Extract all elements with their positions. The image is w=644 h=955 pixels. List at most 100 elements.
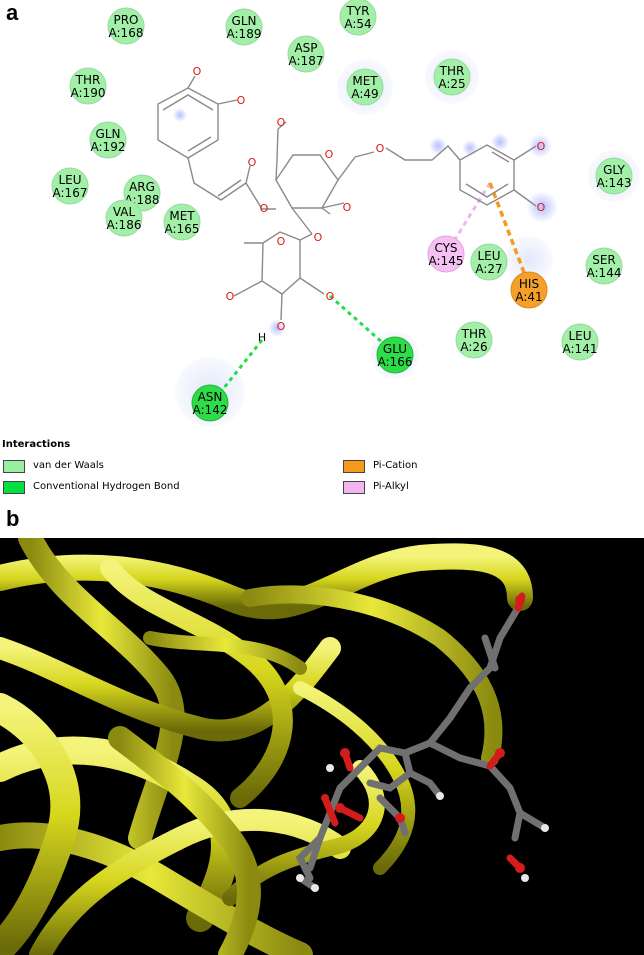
legend-label: Conventional Hydrogen Bond	[33, 481, 180, 492]
residue-name: THR	[461, 327, 487, 341]
residue-id: A:192	[91, 140, 126, 154]
residue-name: HIS	[519, 277, 539, 291]
protein-3d-view	[0, 538, 644, 955]
residue-name: SER	[592, 253, 616, 267]
residue-id: A:186	[107, 218, 142, 232]
residue-id: A:142	[193, 403, 228, 417]
residue-id: A:41	[515, 290, 542, 304]
residue-id: A:26	[460, 340, 487, 354]
residue-id: A:145	[429, 254, 464, 268]
interaction-legend: Interactions van der Waals Conventional …	[0, 436, 644, 506]
legend-title: Interactions	[2, 439, 71, 450]
legend-swatch	[343, 460, 365, 473]
residue-name: LEU	[477, 249, 500, 263]
atom-label: O	[277, 235, 286, 248]
atom-label: O	[260, 202, 269, 215]
interaction-diagram: O O O O O O O O O O O O O O O O H PROA:1…	[51, 0, 640, 427]
legend-label: Pi-Alkyl	[373, 481, 409, 492]
residue-layer: PROA:168GLNA:189TYRA:54ASPA:187THRA:190M…	[51, 0, 633, 422]
legend-swatch	[3, 481, 25, 494]
atom-label: O	[237, 94, 246, 107]
residue-id: A:167	[53, 186, 88, 200]
residue-name: GLU	[383, 342, 407, 356]
atom-label: O	[537, 201, 546, 214]
residue-name: GLY	[603, 163, 625, 177]
residue-name: MET	[352, 74, 378, 88]
legend-label: Pi-Cation	[373, 460, 418, 471]
residue-name: PRO	[113, 13, 138, 27]
residue-name: ASP	[294, 41, 317, 55]
residue-name: TYR	[346, 4, 370, 18]
residue-id: A:144	[587, 266, 622, 280]
protein-ribbons	[0, 538, 533, 955]
residue-name: THR	[75, 73, 101, 87]
hydrogen-atom-label: H	[258, 331, 266, 344]
interaction-lines	[210, 182, 530, 404]
residue-id: A:189	[227, 27, 262, 41]
atom-label: O	[226, 290, 235, 303]
atom-label: O	[343, 201, 352, 214]
residue-id: A:190	[71, 86, 106, 100]
residue-id: A:166	[378, 355, 413, 369]
residue-name: GLN	[96, 127, 121, 141]
ligand-bonds	[157, 75, 537, 321]
residue-id: A:187	[289, 54, 324, 68]
residue-id: A:25	[438, 77, 465, 91]
legend-label: van der Waals	[33, 460, 104, 471]
atom-label: O	[277, 320, 286, 333]
residue-name: ARG	[129, 180, 155, 194]
residue-id: A:165	[165, 222, 200, 236]
atom-label: O	[193, 65, 202, 78]
atom-label: O	[314, 231, 323, 244]
residue-name: GLN	[232, 14, 257, 28]
residue-name: MET	[169, 209, 195, 223]
residue-name: THR	[439, 64, 465, 78]
atom-label: O	[277, 116, 286, 129]
residue-id: A:49	[351, 87, 378, 101]
legend-swatch	[3, 460, 25, 473]
panel-b-label: b	[6, 506, 20, 531]
residue-name: CYS	[434, 241, 457, 255]
residue-id: A:168	[109, 26, 144, 40]
residue-id: A:143	[597, 176, 632, 190]
residue-name: VAL	[113, 205, 136, 219]
panel-a-label: a	[6, 0, 19, 25]
atom-label: O	[326, 290, 335, 303]
residue-name: LEU	[568, 329, 591, 343]
residue-id: A:141	[563, 342, 598, 356]
hbond-line-glu166	[329, 294, 394, 354]
legend-swatch	[343, 481, 365, 494]
pi-cation-line	[488, 182, 530, 284]
ligand-atoms: O O O O O O O O O O O O O O O O	[193, 65, 546, 333]
residue-id: A:27	[475, 262, 502, 276]
ligand-atoms-3d	[296, 595, 549, 892]
atom-label: O	[537, 140, 546, 153]
atom-label: O	[325, 148, 334, 161]
atom-label: O	[376, 142, 385, 155]
ribbon-render	[0, 538, 549, 955]
residue-id: A:54	[344, 17, 371, 31]
atom-label: O	[248, 156, 257, 169]
residue-name: ASN	[198, 390, 223, 404]
residue-name: LEU	[58, 173, 81, 187]
